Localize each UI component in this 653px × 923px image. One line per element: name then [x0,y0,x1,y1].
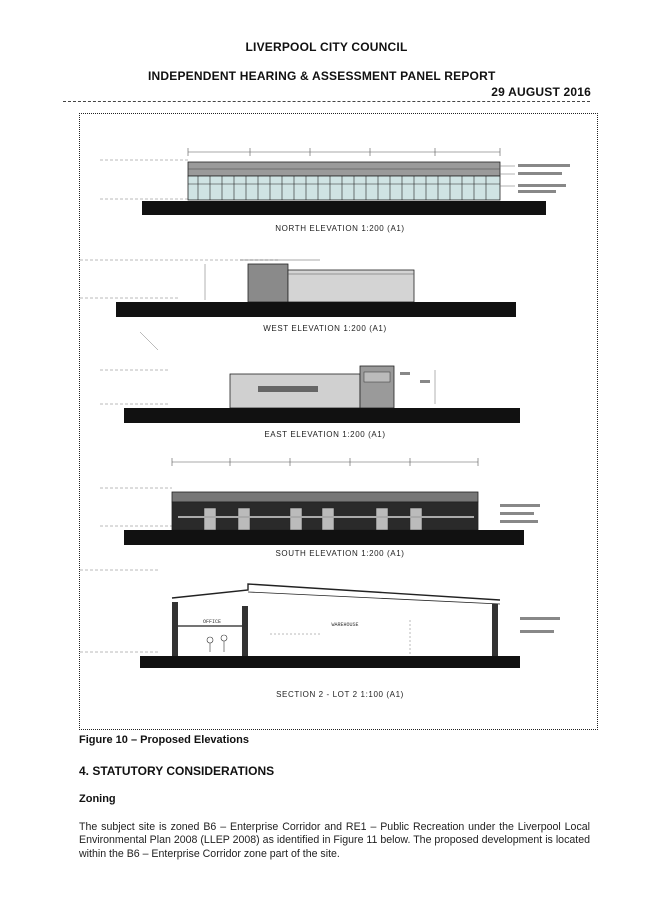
council-name: LIVERPOOL CITY COUNCIL [245,40,408,54]
section-subheading: Zoning [79,793,116,805]
north-elevation-title: NORTH ELEVATION 1:200 (A1) [275,224,404,233]
header-divider [63,101,590,102]
north-elevation: NORTH ELEVATION 1:200 (A1) [100,148,570,233]
east-elevation-title: EAST ELEVATION 1:200 (A1) [264,430,385,439]
office-label: OFFICE [203,619,221,625]
zoning-paragraph: The subject site is zoned B6 – Enterpris… [79,821,590,860]
report-date: 29 AUGUST 2016 [491,85,591,99]
south-elevation: SOUTH ELEVATION 1:200 (A1) [100,458,540,558]
warehouse-label: WAREHOUSE [331,622,358,628]
section-view: OFFICE WAREHOUSE SECTION 2 - LOT 2 1:100… [80,569,560,699]
elevations-drawing: NORTH ELEVATION 1:200 (A1) WEST ELEVATIO… [80,148,570,699]
figure-caption: Figure 10 – Proposed Elevations [79,734,249,746]
south-elevation-title: SOUTH ELEVATION 1:200 (A1) [275,549,404,558]
section-title: SECTION 2 - LOT 2 1:100 (A1) [276,690,404,699]
section-heading: 4. STATUTORY CONSIDERATIONS [79,764,275,778]
west-elevation-title: WEST ELEVATION 1:200 (A1) [263,324,386,333]
elevations-figure: NORTH ELEVATION 1:200 (A1) WEST ELEVATIO… [79,113,598,730]
west-elevation: WEST ELEVATION 1:200 (A1) [80,259,516,351]
east-elevation: EAST ELEVATION 1:200 (A1) [100,365,520,439]
report-title: INDEPENDENT HEARING & ASSESSMENT PANEL R… [148,69,496,83]
